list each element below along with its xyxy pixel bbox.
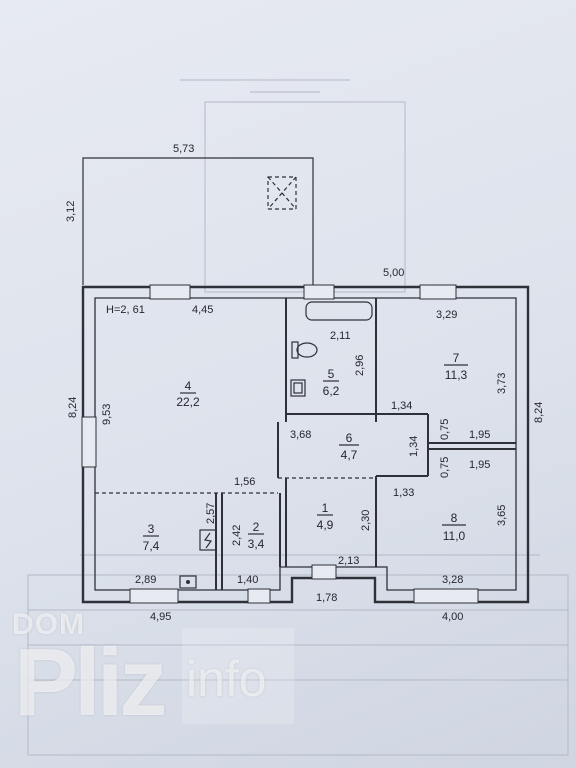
ceiling-height: H=2, 61 (106, 304, 145, 316)
room-area: 11,3 (445, 368, 468, 382)
room-7-label: 7 11,3 (444, 351, 468, 382)
dim-left-total: 8,24 (67, 397, 79, 418)
room-number: 4 (185, 379, 192, 393)
bathtub-icon (305, 301, 373, 321)
dim-room3-height: 2,57 (205, 503, 217, 524)
dim-room8-bottom: 3,28 (442, 574, 463, 586)
dim-bath-width: 2,11 (330, 330, 351, 342)
dim-hall: 1,56 (234, 476, 255, 488)
dim-gap-b: 0,75 (439, 457, 451, 478)
dimension-labels: 5,73 3,12 5,00 8,24 8,24 H=2, 61 4,45 9,… (65, 143, 545, 623)
dim-room2-bottom: 1,40 (237, 574, 258, 586)
watermark-dom: DOM (12, 608, 85, 641)
room-number: 1 (322, 501, 329, 515)
dim-annex-height: 3,12 (65, 201, 77, 222)
dim-corridor-left: 3,68 (290, 429, 311, 441)
dim-bath-height: 2,96 (354, 355, 366, 376)
room-5-label: 5 6,2 (323, 367, 340, 398)
dim-room3-bottom: 2,89 (135, 574, 156, 586)
dim-room7-lower: 1,95 (469, 429, 490, 441)
room-8-label: 8 11,0 (442, 511, 466, 543)
dim-room4-width: 4,45 (192, 304, 213, 316)
room-number: 3 (148, 522, 155, 536)
dim-corridor-bottom: 1,33 (393, 487, 414, 499)
dim-entry: 1,78 (316, 592, 337, 604)
room-3-label: 3 7,4 (143, 522, 160, 553)
dim-corridor-height: 1,34 (408, 436, 420, 457)
stove-icon (179, 575, 197, 589)
dim-room8-upper: 1,95 (469, 459, 490, 471)
room-area: 7,4 (143, 539, 160, 553)
dim-room7-height: 3,73 (496, 373, 508, 394)
dim-room4-height: 9,53 (101, 404, 113, 425)
boiler-icon (199, 529, 217, 551)
background-sketch (27, 79, 569, 756)
watermark-info: info (186, 651, 267, 707)
windows (81, 284, 479, 604)
dim-room1-height: 2,30 (360, 510, 372, 531)
toilet-icon (291, 341, 318, 359)
room-area: 4,9 (317, 518, 334, 532)
room-1-label: 1 4,9 (317, 501, 334, 532)
dim-top-right: 5,00 (383, 267, 404, 279)
dim-room8-height: 3,65 (496, 505, 508, 526)
room-6-label: 6 4,7 (339, 431, 359, 462)
room-area: 6,2 (323, 384, 340, 398)
dim-room2-height: 2,42 (231, 525, 243, 546)
room-area: 3,4 (248, 537, 265, 551)
room-number: 2 (253, 520, 260, 534)
room-number: 8 (451, 511, 458, 525)
room-number: 6 (346, 431, 353, 445)
room-2-label: 2 3,4 (248, 520, 265, 551)
room-area: 4,7 (341, 448, 358, 462)
watermark-box (182, 628, 294, 724)
room-number: 5 (328, 367, 335, 381)
room-area: 11,0 (443, 529, 466, 543)
room-area: 22,2 (176, 395, 200, 409)
annex-outline (82, 157, 314, 290)
dim-corridor-top: 1,34 (391, 400, 412, 412)
watermark-pliz: Pliz (14, 629, 167, 736)
interior-walls (95, 298, 516, 590)
room-number: 7 (453, 351, 460, 365)
dim-gap-a: 0,75 (439, 419, 451, 440)
sink-icon (290, 379, 306, 397)
dim-room7-width: 3,29 (436, 309, 457, 321)
dim-top-annex: 5,73 (173, 143, 194, 155)
dim-room1-width: 2,13 (338, 555, 359, 567)
room-4-label: 4 22,2 (176, 379, 200, 409)
dim-bottom-left: 4,95 (150, 611, 171, 623)
dim-right-total: 8,24 (533, 402, 545, 423)
dim-bottom-right: 4,00 (442, 611, 463, 623)
room-labels: 4 22,2 5 6,2 7 11,3 6 4,7 1 4,9 8 11,0 (143, 351, 468, 553)
